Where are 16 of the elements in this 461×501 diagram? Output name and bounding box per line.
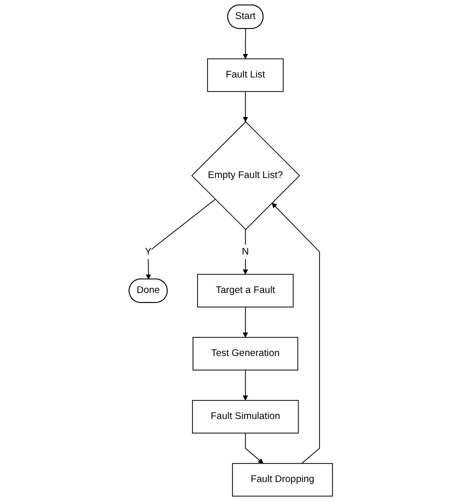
arrow [242,370,248,401]
arrow [242,28,248,60]
arrow [242,229,248,275]
arrow [242,91,248,122]
arrow [244,432,264,464]
arrow [271,202,320,464]
arrow [145,198,216,280]
node-box: Fault List [206,58,284,92]
node-box: Target a Fault [196,274,294,308]
node-box: Fault Simulation [192,400,298,434]
arrow [242,306,248,338]
edge-label: Y [144,246,152,257]
node-diamond: Empty Fault List? [191,121,300,230]
node-box: Fault Dropping [232,463,333,497]
node-box: Test Generation [192,336,298,370]
edge-label: N [242,246,249,257]
